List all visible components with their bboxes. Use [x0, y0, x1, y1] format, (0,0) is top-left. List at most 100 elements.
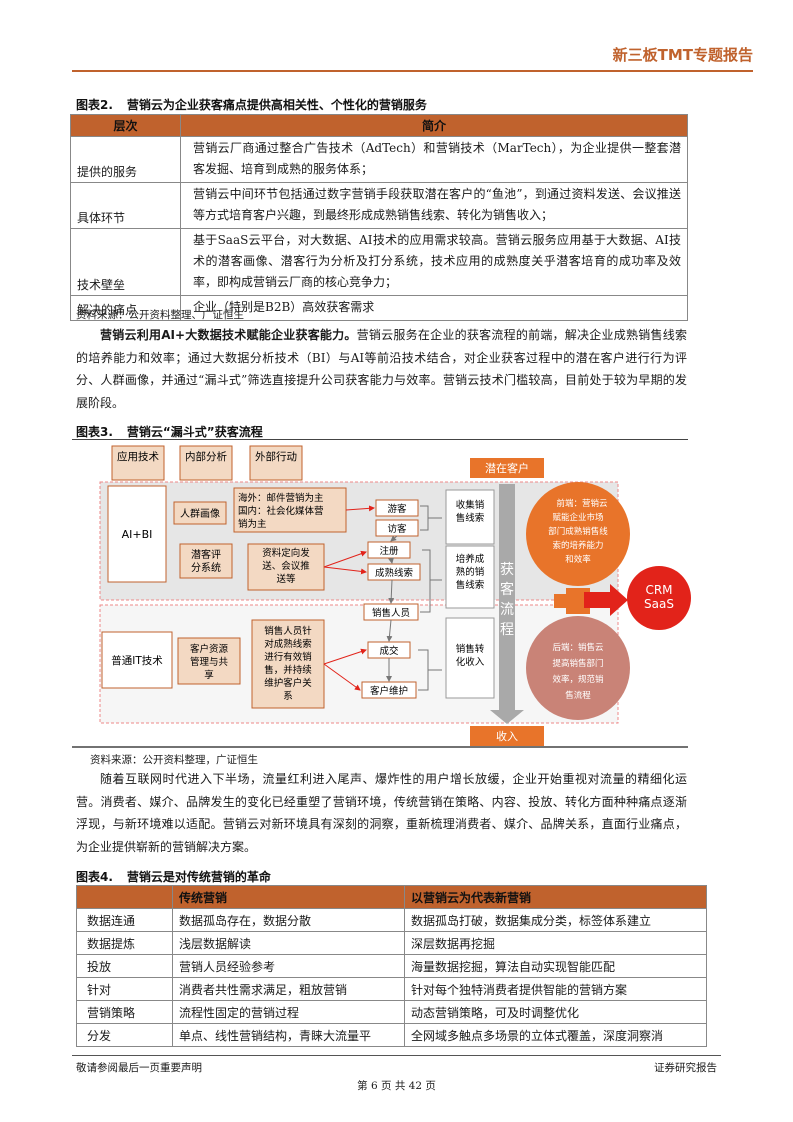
back-line: 效率，规范销: [552, 674, 604, 685]
potential-customer-label: 潜在客户: [485, 461, 529, 475]
table-row: 提供的服务 营销云厂商通过整合广告技术（AdTech）和营销技术（MarTech…: [70, 136, 688, 183]
legend-tech: 应用技术: [111, 445, 165, 481]
legend-internal-label: 内部分析: [185, 450, 227, 463]
table2-caption-number: 图表2.: [76, 98, 113, 112]
targeted-line-2: 送、会议推: [262, 560, 310, 572]
row-traditional: 浅层数据解读: [172, 931, 405, 955]
arrow-connector: [323, 550, 367, 568]
row-traditional: 消费者共性需求满足，粗放营销: [172, 977, 405, 1001]
row-key: 营销策略: [76, 1000, 173, 1024]
stage-mature-lead: [367, 563, 421, 581]
stage-maintain: [361, 681, 417, 699]
figure3-caption-number: 图表3.: [76, 425, 113, 439]
table2-header-row: 层次 简介: [70, 114, 688, 137]
back-line: 售流程: [565, 690, 591, 701]
table-row: 分发单点、线性营销结构，青睐大流量平全网域多触点多场景的立体式覆盖，深度洞察消: [76, 1023, 707, 1047]
bracket-convert: [418, 649, 442, 691]
row-new: 海量数据挖掘，算法自动实现智能匹配: [404, 954, 707, 978]
targeted-line-3: 送等: [276, 573, 296, 585]
ai-bi-box: [107, 485, 167, 583]
sp-line: 售，并持续: [264, 664, 312, 676]
persona-box: [173, 501, 227, 525]
row-new: 全网域多触点多场景的立体式覆盖，深度洞察消: [404, 1023, 707, 1047]
arrow-connector: [386, 619, 393, 642]
row-traditional: 流程性固定的营销过程: [172, 1000, 405, 1024]
table2-source: 资料来源：公开资料整理、广证恒生: [76, 309, 244, 321]
arrow-char: 客: [500, 581, 514, 598]
funnel-diagram: 应用技术 内部分析 外部行动 潜在客户 收入 获 客 流 程 AI+BI 普通I…: [72, 440, 793, 755]
front-line: 索的培养能力: [552, 540, 603, 551]
front-circle: [526, 482, 630, 586]
row-key: 数据连通: [76, 908, 173, 932]
paragraph-lead: 营销云利用AI+大数据技术赋能企业获客能力。: [100, 328, 357, 342]
stage-maintain-label: 客户维护: [370, 685, 408, 697]
front-line: 和效率: [565, 554, 591, 565]
collect-line-1: 收集销: [456, 499, 485, 511]
arrow-connector: [323, 648, 367, 665]
table4-col-blank: [76, 885, 173, 909]
back-circle-text: 后端：销售云 提高销售部门 效率，规范销 售流程: [552, 642, 604, 701]
bracket-collect: [420, 505, 442, 531]
front-line: 赋能企业市场: [552, 512, 603, 523]
persona-label: 人群画像: [180, 507, 220, 520]
figure3-source: 资料来源：公开资料整理，广证恒生: [90, 754, 258, 766]
stage-salesperson-label: 销售人员: [372, 607, 410, 619]
revenue-box: [470, 726, 544, 746]
nurture-line-3: 售线索: [456, 579, 485, 591]
nurture-line-1: 培养成: [456, 553, 485, 565]
ai-bi-label: AI+BI: [122, 528, 153, 541]
row-new: 深层数据再挖掘: [404, 931, 707, 955]
front-line: 前端：营销云: [556, 498, 608, 509]
saas-label: SaaS: [644, 597, 674, 611]
table4-header-row: 传统营销 以营销云为代表新营销: [76, 885, 707, 909]
targeted-line-1: 资料定向发: [262, 547, 310, 559]
back-line: 提高销售部门: [552, 658, 603, 669]
table2-col-layer: 层次: [70, 114, 181, 137]
row-key: 投放: [76, 954, 173, 978]
report-title: 新三板TMT专题报告: [612, 46, 753, 64]
sales-persist-text: 销售人员针 对成熟线索 进行有效销 售，并持续 维护客户关 系: [264, 625, 312, 702]
paragraph-internet-era: 随着互联网时代进入下半场，流量红利进入尾声、爆炸性的用户增长放缓，企业开始重视对…: [76, 772, 687, 854]
figure3-caption-text: 营销云“漏斗式”获客流程: [126, 425, 263, 439]
scoring-box: [179, 543, 233, 579]
footer-disclaimer: 敬请参阅最后一页重要声明: [76, 1062, 202, 1074]
channels-box: [233, 487, 347, 533]
crm-resource-box: [177, 637, 241, 685]
row-key: 技术壁垒: [70, 228, 181, 296]
table-row: 投放营销人员经验参考海量数据挖掘，算法自动实现智能匹配: [76, 954, 707, 978]
row-value: 营销云中间环节包括通过数字营销手段获取潜在客户的“鱼池”，到通过资料发送、会议推…: [180, 182, 688, 229]
it-box: [101, 631, 173, 689]
page-number: 第 6 页 共 42 页: [357, 1080, 436, 1092]
table4-col-traditional: 传统营销: [172, 885, 405, 909]
crm-line-3: 享: [204, 669, 214, 681]
sp-line: 系: [283, 691, 293, 702]
stage-deal-label: 成交: [379, 645, 399, 657]
convert-box: [445, 617, 495, 699]
legend-tech-label: 应用技术: [117, 450, 159, 463]
it-label: 普通IT技术: [111, 654, 163, 667]
row-new: 针对每个独特消费者提供智能的营销方案: [404, 977, 707, 1001]
row-key: 提供的服务: [70, 136, 181, 183]
row-traditional: 营销人员经验参考: [172, 954, 405, 978]
table-row: 数据连通数据孤岛存在，数据分散数据孤岛打破，数据集成分类，标签体系建立: [76, 908, 707, 932]
figure3-caption: 图表3. 营销云“漏斗式”获客流程: [76, 423, 263, 440]
legend-external-label: 外部行动: [255, 450, 297, 463]
table2: 层次 简介 提供的服务 营销云厂商通过整合广告技术（AdTech）和营销技术（M…: [70, 114, 688, 321]
row-key: 数据提炼: [76, 931, 173, 955]
row-new: 数据孤岛打破，数据集成分类，标签体系建立: [404, 908, 707, 932]
stage-visit-label: 访客: [387, 523, 407, 535]
footer-report-type: 证券研究报告: [654, 1062, 717, 1074]
table-row: 营销策略流程性固定的营销过程动态营销策略，可及时调整优化: [76, 1000, 707, 1024]
bracket-nurture: [420, 549, 442, 613]
convert-line-1: 销售转: [456, 643, 485, 655]
paragraph-body: 营销云服务在企业的获客流程的前端，解决企业成熟销售线索的培养能力和效率；通过大数…: [76, 328, 687, 410]
sp-line: 维护客户关: [264, 677, 312, 689]
stage-mature-lead-label: 成熟线索: [375, 567, 413, 579]
row-value: 基于SaaS云平台，对大数据、AI技术的应用需求较高。营销云服务应用基于大数据、…: [180, 228, 688, 296]
front-line: 部门成熟销售线: [548, 526, 608, 537]
sales-persist-box: [251, 619, 325, 709]
arrow-char: 程: [500, 622, 514, 638]
funnel-down-arrow-icon: [490, 484, 524, 724]
row-traditional: 数据孤岛存在，数据分散: [172, 908, 405, 932]
stage-visitor-label: 游客: [387, 503, 407, 515]
